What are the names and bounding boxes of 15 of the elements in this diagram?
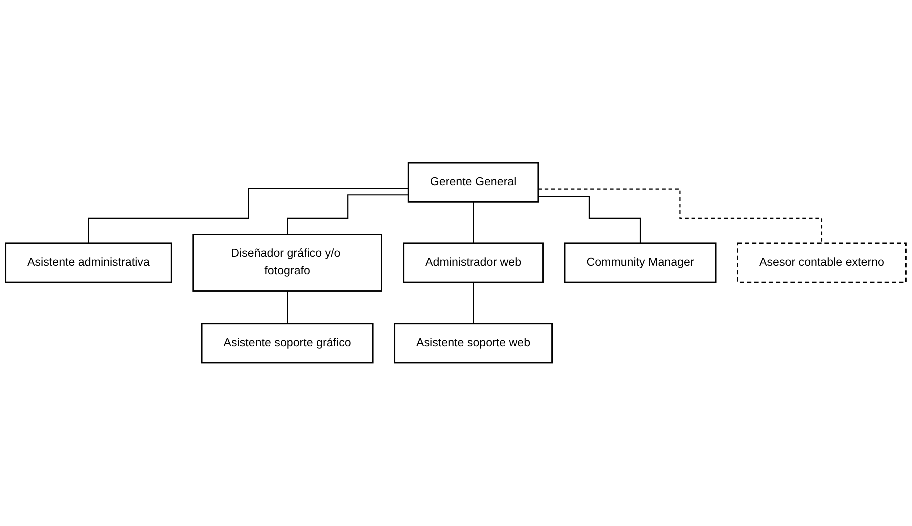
connector [287,290,288,324]
connector [538,196,642,244]
node-box: Asistente soporte web [394,323,554,364]
connector [538,188,823,244]
node-box: Asistente administrativa [5,242,172,284]
connector [287,194,409,236]
connector [88,188,409,244]
node-box: Community Manager [564,242,717,284]
node-box: Gerente General [408,162,540,203]
node-box: Administrador web [403,242,544,284]
connector [473,282,474,324]
connector [473,202,474,244]
node-box: Diseñador gráfico y/o fotografo [192,234,382,292]
node-box: Asesor contable externo [737,242,907,284]
node-box: Asistente soporte gráfico [201,323,374,364]
